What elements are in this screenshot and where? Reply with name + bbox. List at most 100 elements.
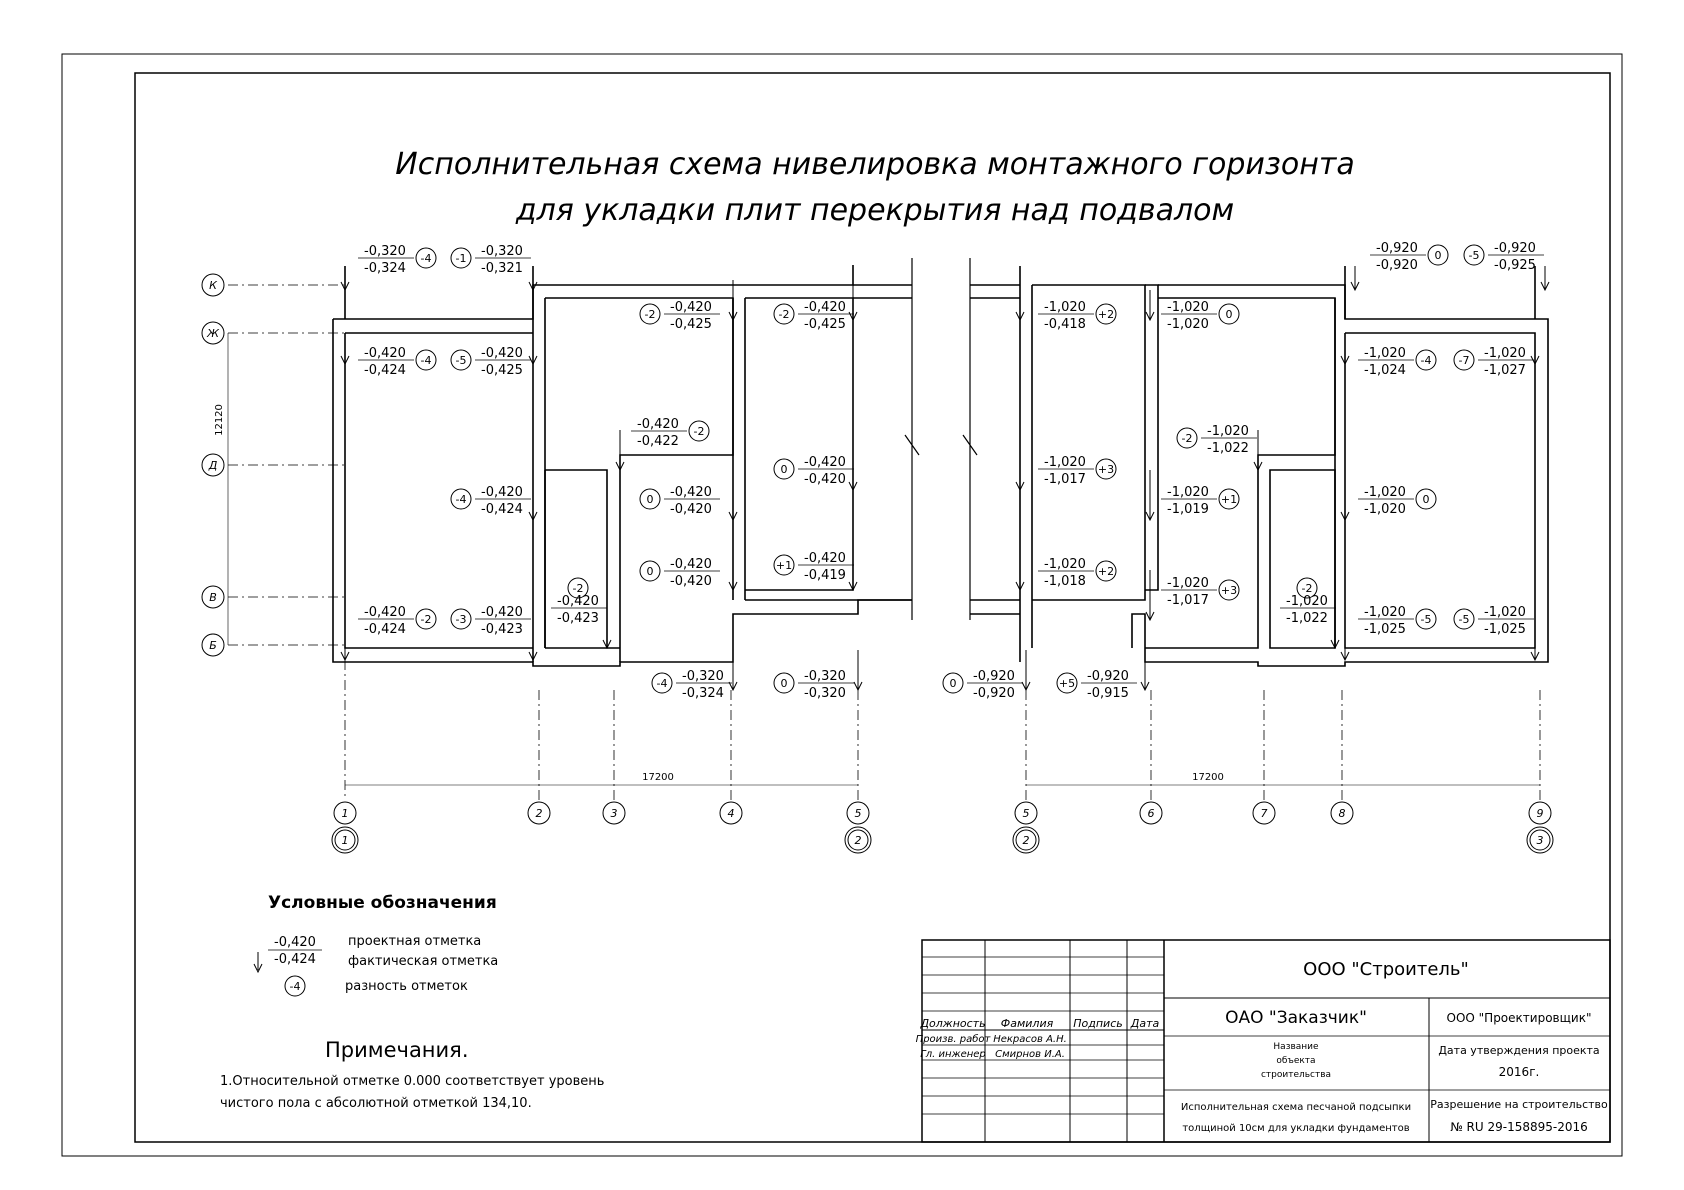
row-axis-bubbles: К Ж Д В Б — [201, 273, 225, 657]
mark-diff-circle — [1453, 608, 1475, 630]
mark-actual-value: -1,025 — [1364, 622, 1406, 637]
mark-diff-circle — [450, 488, 472, 510]
stamp-approval-label: Дата утверждения проекта — [1438, 1044, 1599, 1057]
mark-leader-arrow — [1530, 340, 1540, 366]
mark-actual-value: -0,425 — [804, 317, 846, 332]
mark-design-value: -1,020 — [1167, 300, 1209, 315]
stamp-doc-l1: Исполнительная схема песчаной подсыпки — [1181, 1102, 1411, 1113]
mark-diff-value: 0 — [647, 493, 654, 506]
section-3: 3 — [1526, 826, 1554, 854]
mark-diff-circle — [1095, 458, 1117, 480]
mark-diff-value: -5 — [456, 354, 467, 367]
elevation-mark: -1,020-1,025-5 — [1453, 600, 1540, 662]
axis-col-8: 8 — [1330, 801, 1354, 825]
mark-diff-value: +2 — [1098, 308, 1114, 321]
elevation-mark: -0,420-0,425-5 — [450, 340, 538, 378]
drawing-title-line1: Исполнительная схема нивелировка монтажн… — [395, 147, 1354, 182]
drawing-title-line2: для укладки плит перекрытия над подвалом — [515, 193, 1234, 228]
mark-diff-value: -5 — [1459, 613, 1470, 626]
elevation-mark: -0,420-0,425-2 — [639, 280, 738, 332]
legend-design-label: проектная отметка — [348, 934, 481, 949]
mark-actual-value: -0,324 — [364, 261, 406, 276]
elevation-mark: -0,420-0,423-2 — [551, 577, 612, 650]
axis-row-d: Д — [201, 453, 225, 477]
section-1: 1 — [331, 826, 359, 854]
mark-diff-value: -5 — [1469, 249, 1480, 262]
mark-diff-circle — [639, 303, 661, 325]
mark-design-value: -1,020 — [1364, 605, 1406, 620]
mark-leader-arrow — [848, 440, 858, 492]
mark-leader-arrow — [602, 590, 612, 650]
mark-actual-value: -0,324 — [682, 686, 724, 701]
mark-diff-circle — [688, 420, 710, 442]
mark-actual-value: -0,424 — [481, 502, 523, 517]
mark-diff-circle — [651, 672, 673, 694]
outer-frame — [61, 53, 1623, 1157]
mark-diff-value: -2 — [573, 582, 584, 595]
mark-design-value: -0,420 — [670, 300, 712, 315]
stamp-hdr-name: Фамилия — [1001, 1017, 1054, 1030]
axis-col-1: 1 — [333, 801, 357, 825]
elevation-mark: -1,020-1,027-7 — [1453, 340, 1540, 378]
axis-col-2: 2 — [527, 801, 551, 825]
mark-diff-value: +1 — [776, 559, 792, 572]
mark-diff-circle — [1176, 427, 1198, 449]
mark-diff-value: -4 — [421, 252, 432, 265]
column-axis-bubbles: 1 2 3 4 5 5 6 7 8 9 — [333, 801, 1552, 825]
mark-actual-value: -0,925 — [1494, 258, 1536, 273]
mark-leader-arrow — [528, 600, 538, 662]
elevation-mark: -0,420-0,424-2 — [340, 600, 437, 662]
mark-diff-value: 0 — [1226, 308, 1233, 321]
mark-leader-arrow — [1021, 650, 1031, 692]
mark-leader-arrow — [853, 650, 863, 692]
mark-design-value: -0,420 — [670, 557, 712, 572]
mark-leader-arrow — [1145, 570, 1155, 622]
mark-diff-value: -4 — [1421, 354, 1432, 367]
mark-leader-arrow — [1253, 430, 1263, 472]
mark-design-value: -0,420 — [637, 417, 679, 432]
axis-col-9: 9 — [1528, 801, 1552, 825]
mark-diff-circle — [773, 303, 795, 325]
mark-leader-arrow — [1340, 470, 1350, 522]
mark-diff-circle — [1415, 488, 1437, 510]
mark-actual-value: -1,025 — [1484, 622, 1526, 637]
stamp-hdr-sign: Подпись — [1073, 1017, 1122, 1030]
stamp-permit-label: Разрешение на строительство — [1430, 1098, 1608, 1111]
axis-col-6: 6 — [1139, 801, 1163, 825]
dim-vertical: 12120 — [214, 404, 225, 436]
svg-text:Ж: Ж — [206, 327, 220, 340]
stamp-contractor: ООО "Строитель" — [1303, 959, 1469, 980]
mark-leader-arrow — [1145, 290, 1155, 322]
mark-diff-circle — [450, 247, 472, 269]
mark-diff-value: -2 — [1182, 432, 1193, 445]
elevation-mark: -1,020-1,022-2 — [1176, 424, 1263, 472]
legend: Условные обозначения -0,420 -0,424 проек… — [253, 893, 498, 997]
legend-heading: Условные обозначения — [268, 893, 497, 913]
mark-design-value: -0,320 — [364, 244, 406, 259]
legend-sample-actual: -0,424 — [274, 952, 316, 967]
mark-design-value: -1,020 — [1044, 557, 1086, 572]
elevation-marks: -0,320-0,324-4-0,320-0,321-1-0,420-0,424… — [340, 241, 1550, 701]
mark-actual-value: -0,425 — [670, 317, 712, 332]
mark-actual-value: -1,017 — [1167, 593, 1209, 608]
mark-design-value: -1,020 — [1364, 485, 1406, 500]
mark-design-value: -1,020 — [1207, 424, 1249, 439]
mark-actual-value: -0,420 — [804, 472, 846, 487]
mark-actual-value: -0,915 — [1087, 686, 1129, 701]
mark-diff-value: +3 — [1221, 584, 1237, 597]
mark-diff-value: 0 — [950, 677, 957, 690]
mark-leader-arrow — [340, 266, 350, 292]
mark-diff-circle — [1415, 349, 1437, 371]
mark-design-value: -0,920 — [1494, 241, 1536, 256]
mark-diff-circle — [1218, 488, 1240, 510]
elevation-mark: -0,420-0,425-2 — [773, 280, 858, 332]
svg-text:2: 2 — [536, 807, 543, 820]
notes-line1: 1.Относительной отметке 0.000 соответств… — [220, 1074, 604, 1089]
mark-diff-value: +1 — [1221, 493, 1237, 506]
elevation-mark: -0,420-0,419+1 — [773, 540, 858, 592]
mark-actual-value: -0,321 — [481, 261, 523, 276]
mark-diff-circle — [1453, 349, 1475, 371]
